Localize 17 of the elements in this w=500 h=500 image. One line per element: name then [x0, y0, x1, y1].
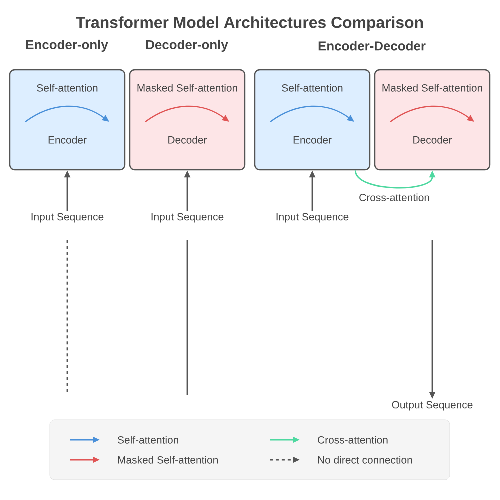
model-box: Masked Self-attention Decoder: [129, 69, 246, 171]
legend-text: No direct connection: [318, 456, 412, 464]
model-box: Masked Self-attention Decoder: [374, 69, 491, 171]
sequence-label: Input Sequence: [32, 213, 104, 223]
edge-label: Cross-attention: [358, 192, 432, 202]
sequence-label: Input Sequence: [276, 213, 349, 223]
sequence-label: Input Sequence: [152, 213, 224, 223]
column-heading: Encoder-only: [26, 40, 108, 52]
sequence-label: Output Sequence: [392, 401, 473, 411]
model-box: Self-attention Encoder: [9, 69, 126, 171]
title: Transformer Model Architectures Comparison: [76, 16, 424, 32]
legend-text: Self-attention: [118, 436, 178, 444]
column-heading: Decoder-only: [146, 40, 228, 52]
column-heading: Encoder-Decoder: [318, 41, 426, 51]
legend-text: Cross-attention: [318, 436, 388, 444]
model-box: Self-attention Encoder: [254, 69, 371, 171]
legend-text: Masked Self-attention: [118, 456, 218, 464]
